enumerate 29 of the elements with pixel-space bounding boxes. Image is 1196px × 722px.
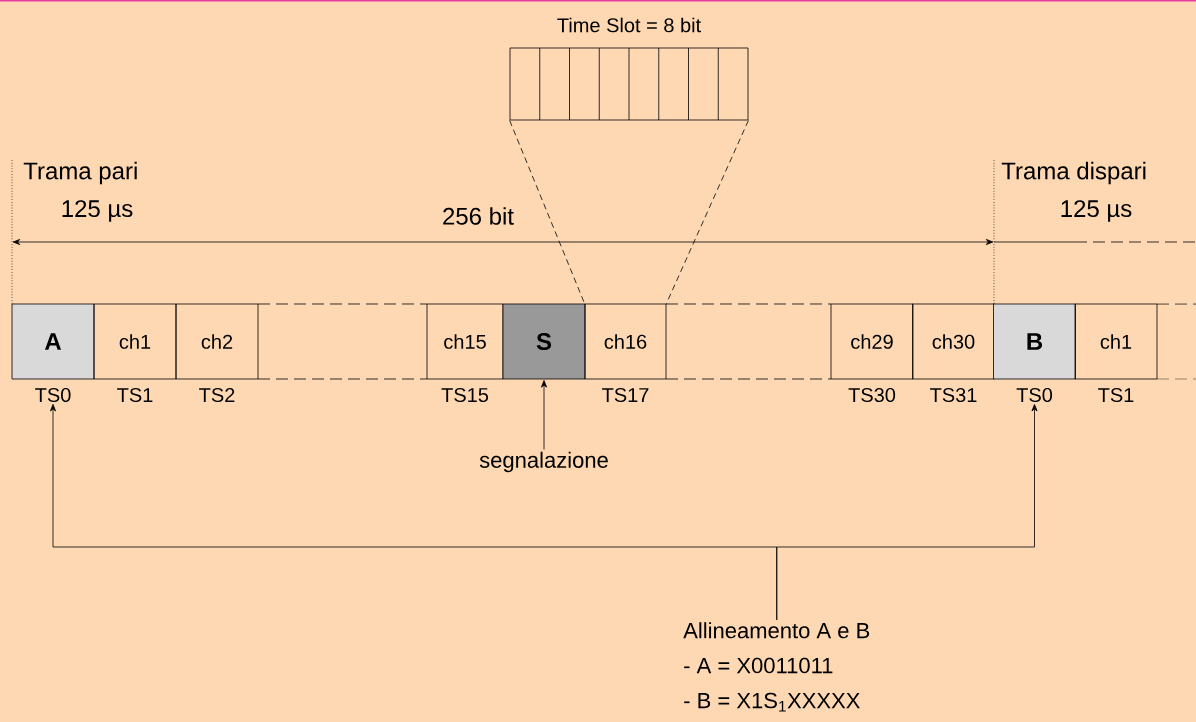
duration-label: 125 µs bbox=[1061, 200, 1132, 222]
zoom-line bbox=[509, 120, 585, 304]
time-slot-box: ch2 bbox=[175, 303, 259, 380]
slot-label: TS30 bbox=[848, 387, 896, 403]
frame-label: Trama dispari bbox=[1001, 161, 1146, 185]
alignment-note: Allineamento A e B - A = X0011011 - B = X1S$_{1}$XXXXX bbox=[683, 622, 870, 712]
slot-label: TS0 bbox=[1016, 387, 1053, 403]
time-slot-box: ch1 bbox=[1074, 303, 1158, 380]
slot-label: TS1 bbox=[117, 387, 153, 403]
time-slot-box: A bbox=[11, 303, 95, 380]
slot-label: TS0 bbox=[35, 387, 71, 403]
box-heading: Time Slot = 8 bit bbox=[557, 17, 701, 33]
frame-label: Trama pari bbox=[23, 161, 137, 185]
time-slot-box: ch29 bbox=[830, 303, 914, 380]
arrow bbox=[541, 380, 547, 450]
slot-label: TS17 bbox=[602, 387, 649, 403]
slot-label: TS15 bbox=[441, 387, 489, 403]
dimension-label: 256 bit bbox=[443, 207, 514, 225]
arrow bbox=[776, 404, 1038, 621]
slot-label: TS1 bbox=[1098, 387, 1134, 403]
slot-label: TS2 bbox=[199, 387, 235, 403]
duration-label: 125 µs bbox=[62, 200, 133, 222]
slot-label: TS31 bbox=[930, 387, 977, 403]
signal-label: segnalazione bbox=[479, 451, 608, 473]
time-slot-box: ch16 bbox=[584, 303, 667, 380]
time-slot-box: B bbox=[993, 303, 1076, 380]
time-slot-box: S bbox=[502, 303, 586, 380]
zoom-line bbox=[666, 120, 749, 304]
time-slot-box: ch1 bbox=[93, 303, 177, 380]
